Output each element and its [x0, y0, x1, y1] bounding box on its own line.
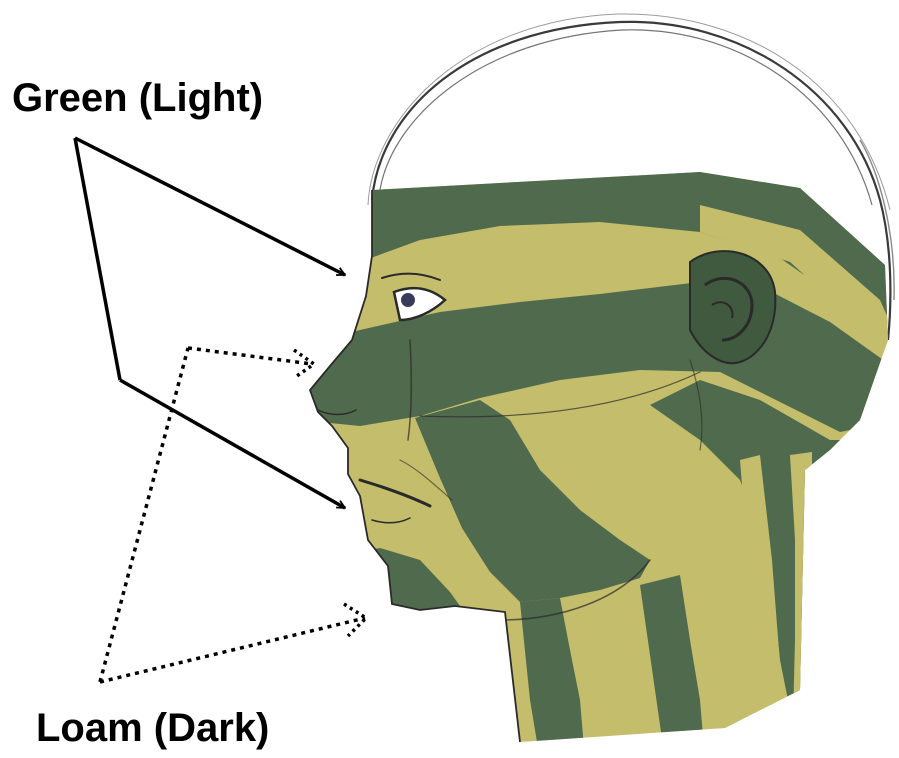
dotted-arrow-icon — [100, 618, 365, 682]
arrow-icon — [75, 138, 120, 380]
arrow-icon — [75, 138, 345, 275]
label-loam-dark: Loam (Dark) — [36, 708, 269, 748]
label-green-light: Green (Light) — [12, 78, 263, 118]
face-paint — [300, 160, 899, 758]
dotted-arrow-icon — [188, 348, 312, 364]
dotted-arrow-icon — [100, 348, 188, 682]
ear — [690, 251, 775, 363]
solid-arrows — [75, 138, 345, 508]
arrow-icon — [120, 380, 345, 508]
